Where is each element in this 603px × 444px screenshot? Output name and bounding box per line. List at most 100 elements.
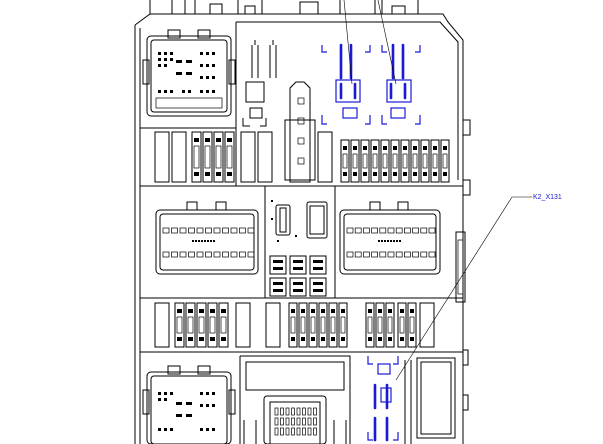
fuse-upper-right-10 bbox=[430, 139, 440, 183]
mid-right-bottom-pin-5 bbox=[379, 251, 387, 258]
mid-left-center-dot-1 bbox=[192, 240, 194, 242]
fuse-lower-left-4 bbox=[207, 302, 218, 348]
mid-right-bottom-pin-10 bbox=[420, 251, 428, 258]
fuse-lower-right-4 bbox=[397, 302, 407, 348]
mid-left-bottom-pin-8 bbox=[222, 251, 229, 258]
mid-left-center-dot-3 bbox=[198, 240, 200, 242]
mid-right-bottom-pin-4 bbox=[371, 251, 378, 258]
bottom-pin-23 bbox=[307, 427, 312, 436]
mid-left-center-dot-7 bbox=[210, 240, 212, 242]
mid-left-bottom-pin-1 bbox=[162, 251, 170, 258]
mid-right-bottom-pin-6 bbox=[387, 251, 395, 258]
mid-right-bottom-pin-8 bbox=[404, 251, 411, 258]
bottom-pin-5 bbox=[296, 407, 301, 416]
fuse-upper-right-11 bbox=[440, 139, 450, 183]
bottom-pin-8 bbox=[313, 407, 317, 416]
center-mini-fuse-2 bbox=[289, 255, 307, 275]
mid-right-top-pin-5 bbox=[379, 227, 387, 234]
fuse-lower-mid-4 bbox=[318, 302, 328, 348]
fuse-lower-right-3 bbox=[385, 302, 395, 348]
mid-right-top-pin-3 bbox=[363, 227, 370, 234]
mid-right-bottom-pin-7 bbox=[395, 251, 403, 258]
fuse-lower-right-1 bbox=[365, 302, 375, 348]
mid-left-bottom-pin-5 bbox=[196, 251, 204, 258]
fuse-lower-left-3 bbox=[196, 302, 207, 348]
fuse-upper-right-4 bbox=[370, 139, 380, 183]
bottom-pin-18 bbox=[280, 427, 284, 436]
bottom-center-connector bbox=[239, 355, 351, 444]
bottom-pin-16 bbox=[313, 417, 317, 426]
mid-left-top-pin-7 bbox=[213, 227, 221, 234]
mid-left-top-pin-2 bbox=[171, 227, 178, 234]
fuse-upper-right-6 bbox=[390, 139, 400, 183]
bottom-right-module bbox=[404, 357, 456, 444]
fuse-lower-left-5 bbox=[218, 302, 229, 348]
mid-left-center-dot-6 bbox=[207, 240, 209, 242]
mid-right-center-dot-4 bbox=[387, 240, 389, 242]
mid-left-top-pin-5 bbox=[196, 227, 204, 234]
fuse-upper-right-7 bbox=[400, 139, 410, 183]
callout-leader-top-2 bbox=[377, 0, 397, 85]
mid-left-bottom-pin-4 bbox=[188, 251, 195, 258]
bottom-pin-6 bbox=[302, 407, 306, 416]
bottom-pin-11 bbox=[285, 417, 290, 426]
bottom-pin-21 bbox=[296, 427, 301, 436]
mid-right-center-dot-1 bbox=[378, 240, 380, 242]
mid-left-bottom-pin-2 bbox=[171, 251, 178, 258]
mid-left-center-dot-2 bbox=[195, 240, 197, 242]
bottom-pin-24 bbox=[313, 427, 317, 436]
bottom-pin-9 bbox=[274, 417, 279, 426]
mid-right-center-dot-2 bbox=[381, 240, 383, 242]
middle-right-connector bbox=[339, 201, 441, 275]
bottom-pin-19 bbox=[285, 427, 290, 436]
mid-left-bottom-pin-11 bbox=[247, 251, 255, 258]
mid-left-bottom-pin-3 bbox=[179, 251, 187, 258]
mid-left-center-dot-4 bbox=[201, 240, 203, 242]
bottom-pin-7 bbox=[307, 407, 312, 416]
mid-right-top-pin-7 bbox=[395, 227, 403, 234]
fuse-lower-mid-1 bbox=[288, 302, 298, 348]
fuse-upper-right-8 bbox=[410, 139, 420, 183]
fuse-lower-mid-3 bbox=[308, 302, 318, 348]
bottom-pin-10 bbox=[280, 417, 284, 426]
center-mini-fuse-6 bbox=[309, 277, 327, 297]
mid-right-bottom-pin-1 bbox=[346, 251, 354, 258]
mid-left-top-pin-11 bbox=[247, 227, 255, 234]
mid-right-top-pin-8 bbox=[404, 227, 411, 234]
bottom-pin-4 bbox=[291, 407, 295, 416]
mid-left-bottom-pin-6 bbox=[205, 251, 212, 258]
fuse-upper-left-4 bbox=[224, 131, 235, 183]
bottom-pin-12 bbox=[291, 417, 295, 426]
mid-left-bottom-pin-7 bbox=[213, 251, 221, 258]
bottom-pin-17 bbox=[274, 427, 279, 436]
mid-right-top-pin-9 bbox=[412, 227, 419, 234]
mid-right-top-pin-11 bbox=[428, 227, 436, 234]
mid-left-top-pin-1 bbox=[162, 227, 170, 234]
callout-label: K2_X131 bbox=[533, 194, 562, 201]
mid-right-top-pin-4 bbox=[371, 227, 378, 234]
mid-left-top-pin-3 bbox=[179, 227, 187, 234]
bottom-pin-1 bbox=[274, 407, 279, 416]
fuse-upper-left-1 bbox=[191, 131, 202, 183]
middle-left-connector bbox=[155, 201, 259, 275]
bottom-pin-14 bbox=[302, 417, 306, 426]
fuse-lower-mid-6 bbox=[338, 302, 348, 348]
mid-left-top-pin-9 bbox=[230, 227, 238, 234]
mid-right-center-dot-5 bbox=[390, 240, 392, 242]
mid-right-top-pin-1 bbox=[346, 227, 354, 234]
fuse-upper-right-2 bbox=[350, 139, 360, 183]
center-components bbox=[269, 200, 328, 297]
highlighted-relay-bottom bbox=[367, 356, 399, 442]
fuse-upper-right-3 bbox=[360, 139, 370, 183]
highlighted-relay-top bbox=[321, 43, 421, 125]
mid-right-top-pin-2 bbox=[354, 227, 362, 234]
mid-right-bottom-pin-3 bbox=[363, 251, 370, 258]
mid-left-top-pin-10 bbox=[239, 227, 246, 234]
center-mini-fuse-4 bbox=[269, 277, 287, 297]
fuse-lower-right-5 bbox=[407, 302, 417, 348]
mid-right-bottom-pin-9 bbox=[412, 251, 419, 258]
fuse-lower-left-1 bbox=[174, 302, 185, 348]
mid-left-top-pin-8 bbox=[222, 227, 229, 234]
mid-left-center-dot-5 bbox=[204, 240, 206, 242]
